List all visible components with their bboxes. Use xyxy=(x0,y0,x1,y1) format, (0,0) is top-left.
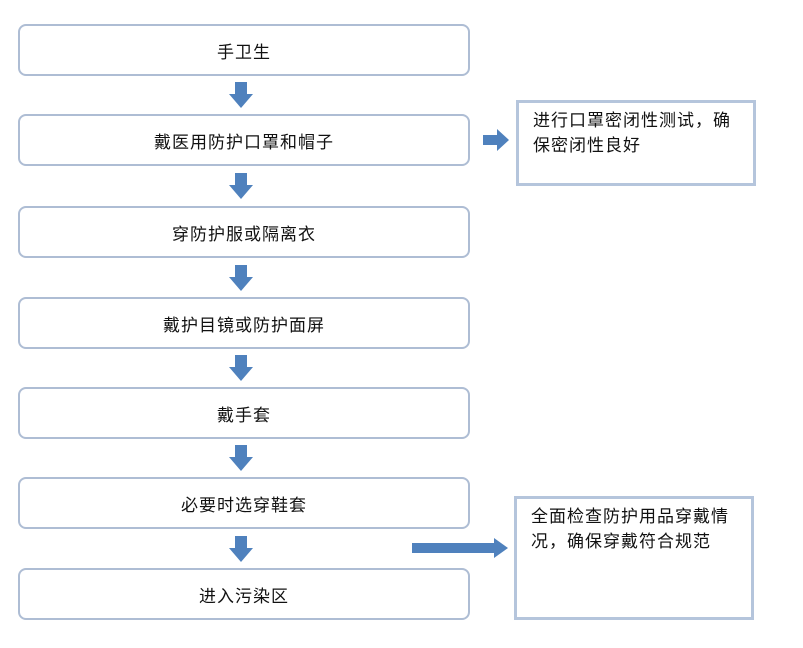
step-enter-contaminated-zone: 进入污染区 xyxy=(18,568,470,620)
step-wear-gown: 穿防护服或隔离衣 xyxy=(18,206,470,258)
right-arrow-icon xyxy=(483,129,509,151)
down-arrow-icon xyxy=(229,355,253,381)
down-arrow-icon xyxy=(229,82,253,108)
step-wear-goggles: 戴护目镜或防护面屏 xyxy=(18,297,470,349)
down-arrow-icon xyxy=(229,445,253,471)
right-arrow-icon xyxy=(412,538,508,558)
note-final-check: 全面检查防护用品穿戴情况，确保穿戴符合规范 xyxy=(514,496,754,620)
step-hand-hygiene: 手卫生 xyxy=(18,24,470,76)
step-wear-mask-and-cap: 戴医用防护口罩和帽子 xyxy=(18,114,470,166)
down-arrow-icon xyxy=(229,173,253,199)
note-mask-seal-test: 进行口罩密闭性测试，确保密闭性良好 xyxy=(516,100,756,186)
down-arrow-icon xyxy=(229,536,253,562)
step-wear-gloves: 戴手套 xyxy=(18,387,470,439)
down-arrow-icon xyxy=(229,265,253,291)
step-wear-shoe-covers: 必要时选穿鞋套 xyxy=(18,477,470,529)
